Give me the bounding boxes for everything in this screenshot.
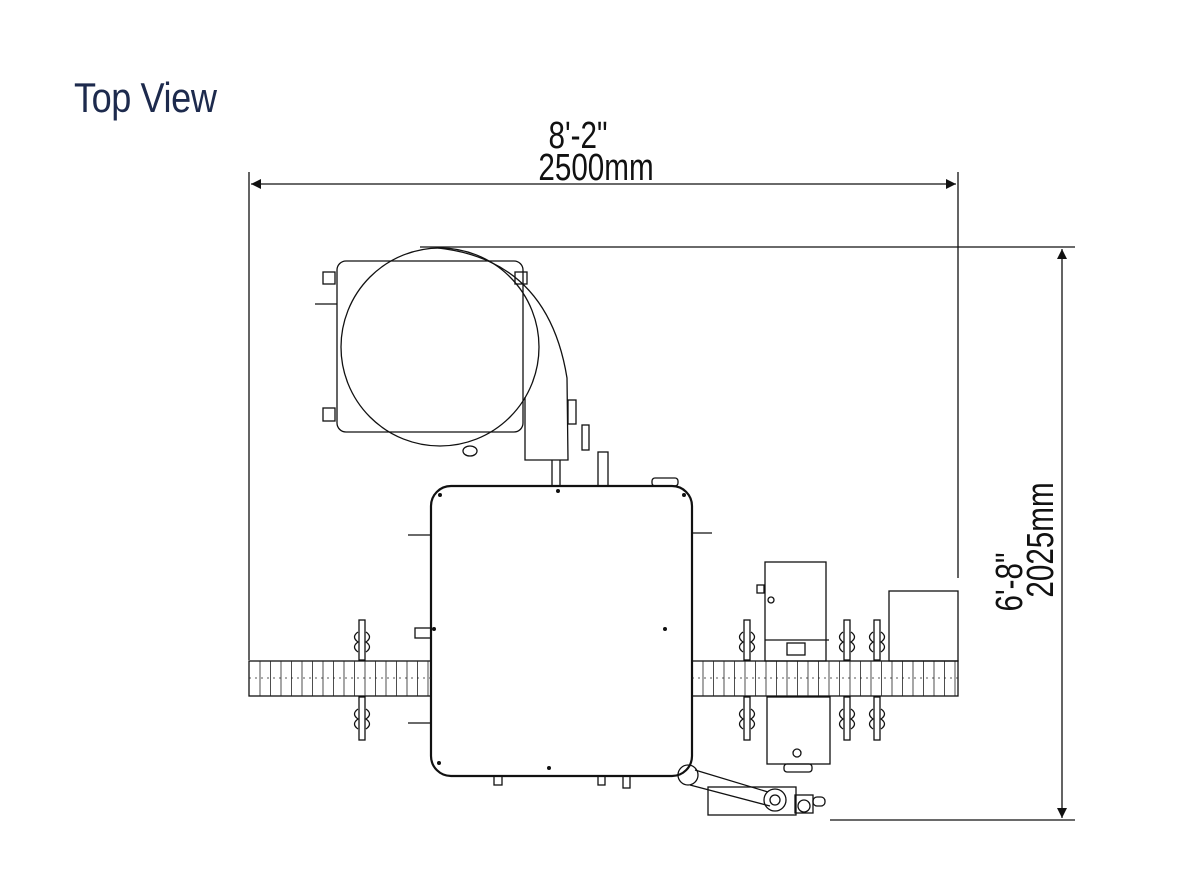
arm-pivot <box>677 764 699 786</box>
guide-bracket <box>567 399 577 425</box>
conveyor-infeed <box>248 660 432 697</box>
guide-rail-bracket <box>868 619 886 661</box>
guide-post <box>581 424 590 451</box>
handle <box>783 763 813 773</box>
width-dimension: 8'-2" 2500mm <box>248 115 959 660</box>
stub <box>812 796 826 807</box>
bolt <box>556 489 560 493</box>
depth-dimension: 6'-8" 2025mm <box>420 246 1075 821</box>
foot <box>597 775 606 786</box>
width-metric-label: 2500mm <box>538 147 653 189</box>
foot <box>493 775 503 786</box>
width-imperial-label: 8'-2" <box>549 115 608 157</box>
arm-hub <box>763 788 787 812</box>
cap <box>651 477 679 487</box>
arm <box>694 769 769 793</box>
bracket <box>414 627 432 639</box>
label-reel-unit <box>315 247 609 487</box>
guide-rail-bracket <box>738 619 756 661</box>
guide-rail-bracket <box>838 696 856 741</box>
reel-knob <box>462 445 478 457</box>
page-title: Top View <box>74 74 217 121</box>
applicator-base <box>766 696 831 765</box>
side-cabinet <box>888 590 959 662</box>
sensor-post <box>597 451 609 487</box>
label-applicator <box>756 561 959 773</box>
foot <box>622 775 631 789</box>
bolt <box>663 627 667 631</box>
label-web-guide <box>437 247 569 461</box>
guide-rail-bracket <box>838 619 856 661</box>
bolt <box>437 761 441 765</box>
arm-housing <box>707 786 797 816</box>
knob <box>792 748 802 758</box>
guide-rail-bracket <box>353 619 371 661</box>
arm <box>689 784 771 807</box>
arm-hub-inner <box>769 794 781 806</box>
conveyor-outfeed <box>691 660 959 697</box>
reel-base-plate <box>336 260 524 433</box>
reel-bolt <box>322 271 336 285</box>
guide-rail-bracket <box>353 696 371 741</box>
guide-rail-brackets <box>353 619 886 741</box>
bolt <box>547 766 551 770</box>
applicator-nozzle <box>786 642 806 656</box>
depth-metric-label: 2025mm <box>1020 482 1062 597</box>
label-reel <box>340 247 540 447</box>
knob <box>767 596 775 604</box>
connector <box>756 584 765 594</box>
bolt <box>438 493 442 497</box>
bolt <box>682 493 686 497</box>
applicator-head <box>764 561 827 662</box>
guide-rail-bracket <box>868 696 886 741</box>
emergency-stop-button[interactable] <box>797 799 811 813</box>
guide-rail-bracket <box>738 696 756 741</box>
main-turret <box>408 477 712 789</box>
conveyor-slats <box>259 661 956 696</box>
conveyor <box>248 660 959 697</box>
control-arm <box>677 764 826 816</box>
depth-imperial-label: 6'-8" <box>989 553 1031 612</box>
turret-housing <box>429 484 694 778</box>
bolt <box>432 627 436 631</box>
reel-bolt <box>322 407 336 422</box>
